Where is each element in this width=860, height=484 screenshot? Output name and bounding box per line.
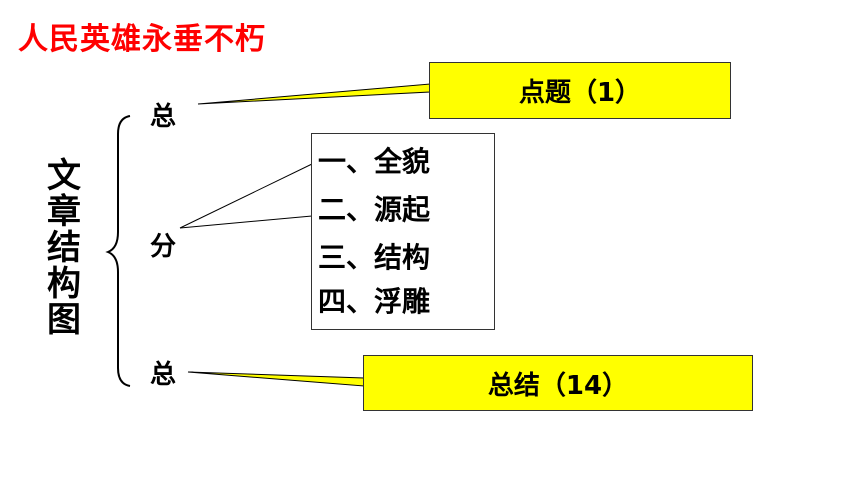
mid-connector-lower — [179, 215, 313, 229]
section-item: 三、结构 — [318, 241, 431, 274]
structure-label-char: 构 — [47, 264, 81, 304]
structure-label-char: 文 — [47, 156, 81, 196]
sections-list-box: 一、全貌 二、源起 三、结构 四、浮雕 — [311, 133, 495, 330]
structure-label-char: 结 — [47, 228, 81, 268]
bottom-callout-pointer — [187, 371, 365, 387]
top-callout-box: 点题（1） — [429, 62, 731, 119]
node-top-summary: 总 — [150, 102, 177, 132]
section-item: 一、全貌 — [318, 145, 431, 178]
node-bottom-summary: 总 — [150, 360, 177, 390]
structure-label-char: 图 — [47, 300, 81, 340]
structure-label: 文 章 结 构 图 — [44, 158, 84, 338]
structure-label-char: 章 — [47, 192, 81, 232]
page-title: 人民英雄永垂不朽 — [18, 22, 266, 57]
mid-connector-upper — [179, 163, 313, 229]
section-item: 四、浮雕 — [318, 285, 431, 318]
section-item: 二、源起 — [318, 193, 431, 226]
top-callout-pointer — [197, 83, 431, 105]
curly-brace — [105, 115, 131, 387]
bottom-callout-box: 总结（14） — [363, 355, 753, 411]
node-middle-parts: 分 — [150, 232, 177, 262]
